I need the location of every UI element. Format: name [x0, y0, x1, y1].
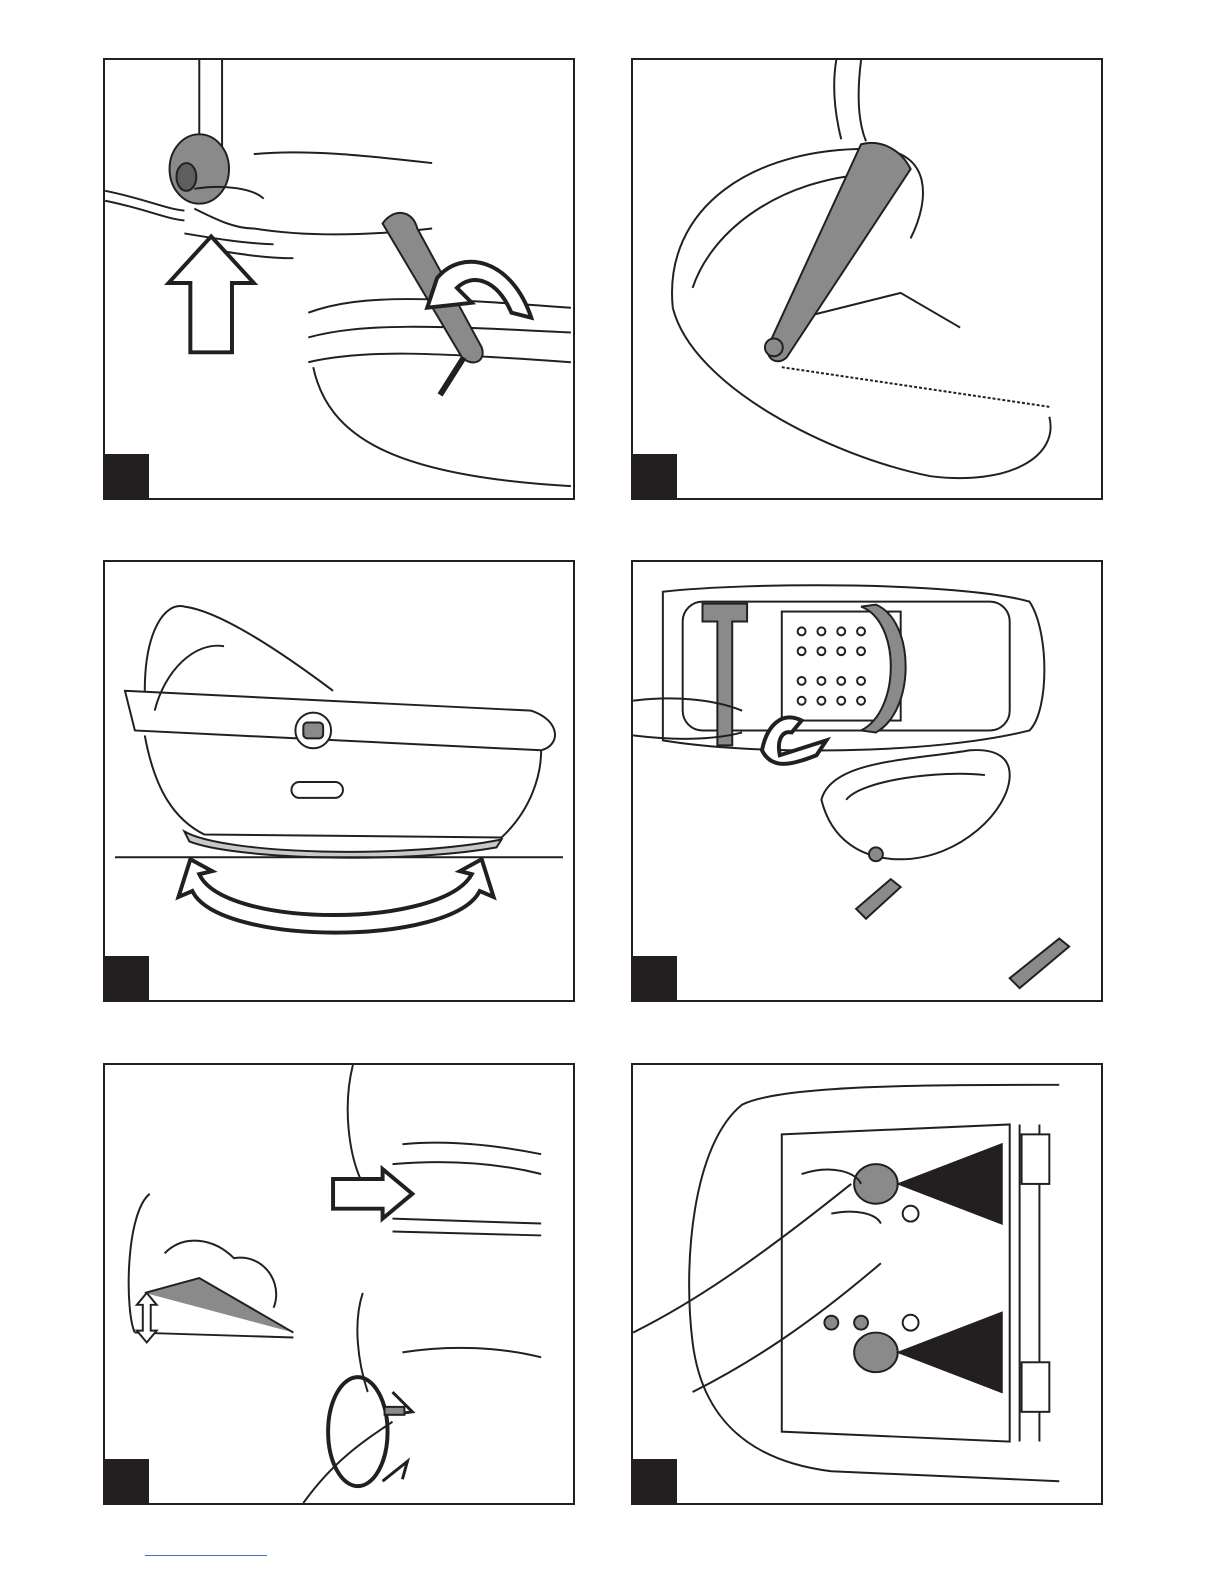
stand-unfold-illustration [633, 562, 1101, 1000]
illustration-panel-2 [631, 58, 1103, 500]
step-number-badge [633, 454, 677, 498]
step-number-badge [105, 1459, 149, 1503]
step-number-badge [633, 956, 677, 1000]
rocking-illustration [105, 562, 573, 1000]
footer-link-underline[interactable] [145, 1555, 267, 1556]
step-number-badge [633, 1459, 677, 1503]
illustration-panel-6 [631, 1063, 1103, 1505]
illustration-panel-1 [103, 58, 575, 500]
illustration-panel-3 [103, 560, 575, 1002]
release-buttons-illustration [633, 1065, 1101, 1503]
handle-release-illustration [105, 60, 573, 498]
carry-bassinet-illustration [633, 60, 1101, 498]
illustration-panel-5 [103, 1063, 575, 1505]
backrest-adjust-illustration [105, 1065, 573, 1503]
step-number-badge [105, 956, 149, 1000]
illustration-panel-4 [631, 560, 1103, 1002]
step-number-badge [105, 454, 149, 498]
